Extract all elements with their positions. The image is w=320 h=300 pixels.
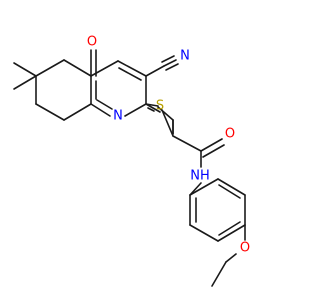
bond bbox=[63, 59, 92, 77]
bond bbox=[90, 103, 111, 117]
bond bbox=[147, 107, 155, 112]
ring-nitrogen-label: N bbox=[113, 109, 123, 124]
bond bbox=[217, 224, 246, 242]
chemical-structure: O N N S O NH O bbox=[13, 35, 250, 287]
bond bbox=[63, 103, 92, 121]
bond bbox=[218, 221, 241, 236]
bond bbox=[117, 60, 147, 77]
bond bbox=[145, 103, 161, 113]
amide-oxygen-label: O bbox=[225, 127, 235, 142]
bond bbox=[90, 60, 119, 77]
bond bbox=[165, 63, 179, 71]
bond bbox=[189, 224, 219, 242]
bond bbox=[96, 99, 113, 110]
bond bbox=[145, 103, 159, 107]
bond bbox=[124, 103, 147, 117]
bond bbox=[13, 62, 37, 77]
bond bbox=[189, 182, 202, 196]
ketone-oxygen-label: O bbox=[87, 35, 97, 50]
bond bbox=[211, 261, 227, 287]
bond bbox=[172, 135, 202, 152]
bond bbox=[161, 109, 174, 137]
amide-nh-label: NH bbox=[190, 169, 210, 184]
bond bbox=[13, 75, 37, 90]
bond bbox=[118, 67, 142, 81]
bond bbox=[157, 106, 174, 121]
structure-svg: O N N S O NH O bbox=[13, 35, 250, 287]
bond bbox=[145, 65, 165, 77]
bond bbox=[217, 178, 246, 196]
bond bbox=[161, 55, 175, 63]
bonds bbox=[13, 49, 246, 287]
bond bbox=[189, 178, 219, 196]
sulfur-label: S bbox=[156, 99, 164, 114]
atom-labels: O N N S O NH O bbox=[87, 35, 250, 256]
bond bbox=[218, 184, 241, 199]
ether-oxygen-label: O bbox=[240, 241, 250, 256]
bond bbox=[163, 59, 177, 67]
bond bbox=[35, 103, 65, 121]
bond bbox=[35, 59, 65, 77]
bond bbox=[202, 144, 225, 158]
bond bbox=[225, 253, 237, 263]
nitrile-nitrogen-label: N bbox=[180, 49, 190, 64]
bond bbox=[200, 138, 223, 152]
